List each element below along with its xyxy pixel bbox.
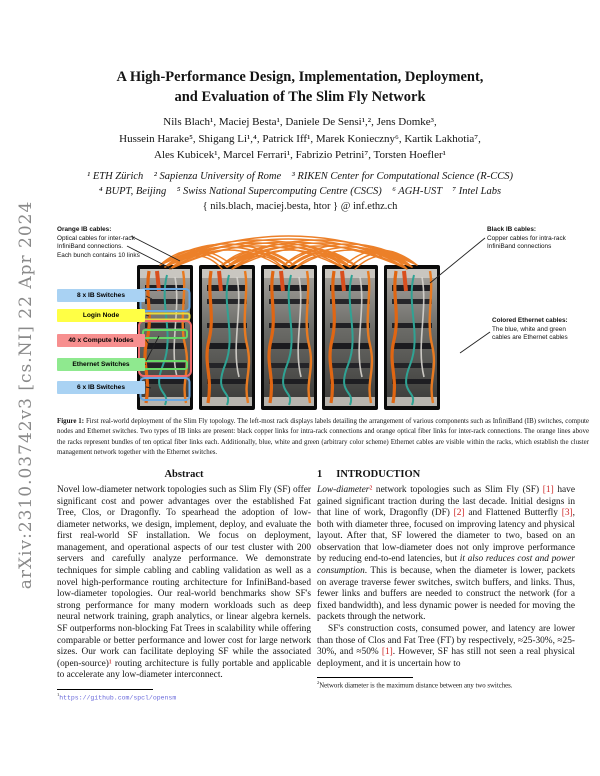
label-ethernet-switches: Ethernet Switches xyxy=(57,358,145,371)
figure-caption-text: First real-world deployment of the Slim … xyxy=(57,418,589,457)
footnote-1-marker: 1 xyxy=(57,691,60,697)
footnote-marker-link[interactable]: ¹ xyxy=(108,658,112,669)
footnote-marker-link[interactable]: ² xyxy=(369,485,373,495)
citation-link[interactable]: [2] xyxy=(453,508,465,519)
note-line: Copper cables for intra-rack xyxy=(487,234,566,242)
footnote-2-text: Network diameter is the maximum distance… xyxy=(319,682,513,690)
left-column: Abstract Novel low-diameter network topo… xyxy=(57,469,311,703)
note-black-ib-cables: Black IB cables: Copper cables for intra… xyxy=(487,226,599,252)
author-line: Nils Blach¹, Maciej Besta¹, Daniele De S… xyxy=(163,116,437,128)
contact-email: { nils.blach, maciej.besta, htor } @ inf… xyxy=(202,201,398,212)
note-line: InfiniBand connections xyxy=(487,243,552,251)
affiliation-line: ⁴ BUPT, Beijing ⁵ Swiss National Superco… xyxy=(98,186,502,198)
note-line: cables are Ethernet cables xyxy=(492,334,568,342)
label-login-node: Login Node xyxy=(57,309,145,322)
section-number: 1 xyxy=(317,469,323,480)
note-line: The blue, white and green xyxy=(492,325,566,333)
citation-link[interactable]: [3] xyxy=(561,508,573,519)
citation-link[interactable]: [1] xyxy=(542,485,554,495)
author-line: Hussein Harake⁵, Shigang Li¹,⁴, Patrick … xyxy=(119,132,481,145)
label-ib-switches-top: 8 x IB Switches xyxy=(57,289,145,302)
author-line: Ales Kubicek¹, Marcel Ferrari¹, Fabrizio… xyxy=(154,149,446,161)
footnote-1-url-link[interactable]: https://github.com/spcl/opensm xyxy=(59,694,177,702)
label-ib-switches-bottom: 6 x IB Switches xyxy=(57,381,145,394)
section-heading: 1 INTRODUCTION xyxy=(317,469,575,480)
paper-title: A High-Performance Design, Implementatio… xyxy=(0,67,600,108)
figure-caption: Figure 1: First real-world deployment of… xyxy=(57,417,589,458)
affiliation-list: ¹ ETH Zürich ² Sapienza University of Ro… xyxy=(0,169,600,199)
intro-paragraph-1: Low-diameter² network topologies such as… xyxy=(317,485,575,623)
label-compute-nodes: 40 x Compute Nodes xyxy=(57,334,145,347)
footnote-1: 1https://github.com/spcl/opensm xyxy=(57,692,311,703)
note-line: InfiniBand connections. xyxy=(57,243,124,251)
affiliation-line: ¹ ETH Zürich ² Sapienza University of Ro… xyxy=(87,171,513,182)
abstract-heading: Abstract xyxy=(164,469,204,480)
note-title: Orange IB cables: xyxy=(57,226,112,233)
note-ethernet-cables: Colored Ethernet cables: The blue, white… xyxy=(492,317,600,343)
figure-1: Orange IB cables: Optical cables for int… xyxy=(0,225,600,416)
right-column: 1 INTRODUCTION Low-diameter² network topo… xyxy=(317,469,575,691)
component-highlight-boxes xyxy=(138,288,192,401)
footnote-rule xyxy=(57,688,153,690)
section-title: INTRODUCTION xyxy=(336,469,421,480)
orange-fiber-arcs xyxy=(159,235,418,270)
note-orange-ib-cables: Orange IB cables: Optical cables for int… xyxy=(57,226,177,261)
footnote-2-marker: 2 xyxy=(317,680,320,686)
author-list: Nils Blach¹, Maciej Besta¹, Daniele De S… xyxy=(0,114,600,164)
footnote-2: 2Network diameter is the maximum distanc… xyxy=(317,680,575,691)
note-title: Black IB cables: xyxy=(487,226,537,233)
abstract-text: Novel low-diameter network topologies su… xyxy=(57,485,311,681)
note-title: Colored Ethernet cables: xyxy=(492,317,568,324)
title-line-1: A High-Performance Design, Implementatio… xyxy=(116,69,484,85)
note-line: Optical cables for inter-rack xyxy=(57,234,135,242)
citation-link[interactable]: [1] xyxy=(381,647,393,658)
intro-paragraph-2: SF's construction costs, consumed power,… xyxy=(317,623,576,669)
footnote-rule xyxy=(317,677,413,679)
title-line-2: and Evaluation of The Slim Fly Network xyxy=(174,89,426,106)
figure-caption-label: Figure 1: xyxy=(57,418,85,425)
note-line: Each bunch contains 10 links xyxy=(57,251,140,259)
